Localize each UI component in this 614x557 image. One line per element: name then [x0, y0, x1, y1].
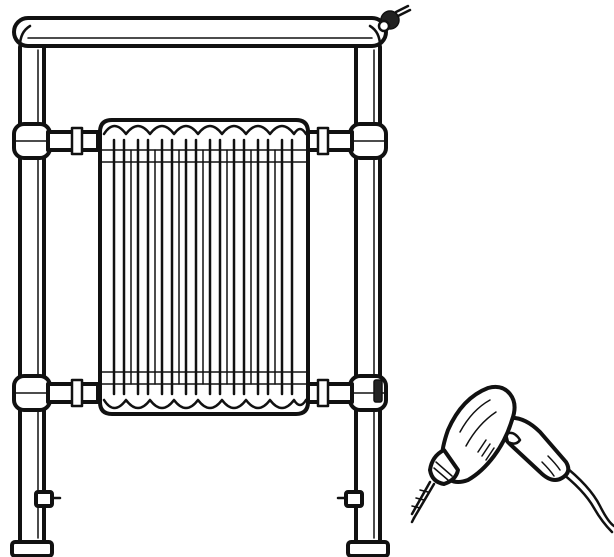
left-floor-valve-icon [34, 490, 62, 508]
radiator-section-gaps [130, 149, 276, 385]
radiator-left-foot [10, 540, 54, 557]
radiator-icon [10, 4, 412, 557]
radiator-left-leg [18, 42, 46, 546]
upper-connector-pipes [46, 126, 354, 156]
drill-vents [477, 439, 495, 461]
radiator-right-foot [346, 540, 390, 557]
drill-power-cord [560, 462, 614, 528]
radiator-bottom-header [101, 371, 308, 410]
drill-trigger [504, 431, 522, 445]
right-floor-valve-icon [336, 490, 364, 508]
radiator-column-tubes [112, 138, 294, 396]
drill-chuck [428, 448, 460, 486]
radiator-top-header [101, 124, 308, 163]
bleed-valve-icon [377, 4, 412, 33]
radiator-columns [98, 118, 310, 416]
radiator-top-rail [12, 16, 388, 48]
lower-right-collar [348, 374, 388, 412]
radiator-right-leg [354, 42, 382, 546]
power-drill-icon [410, 384, 614, 534]
drill-bit-icon [410, 480, 436, 524]
upper-right-collar [348, 122, 388, 160]
upper-left-collar [12, 122, 52, 160]
lower-left-collar [12, 374, 52, 412]
